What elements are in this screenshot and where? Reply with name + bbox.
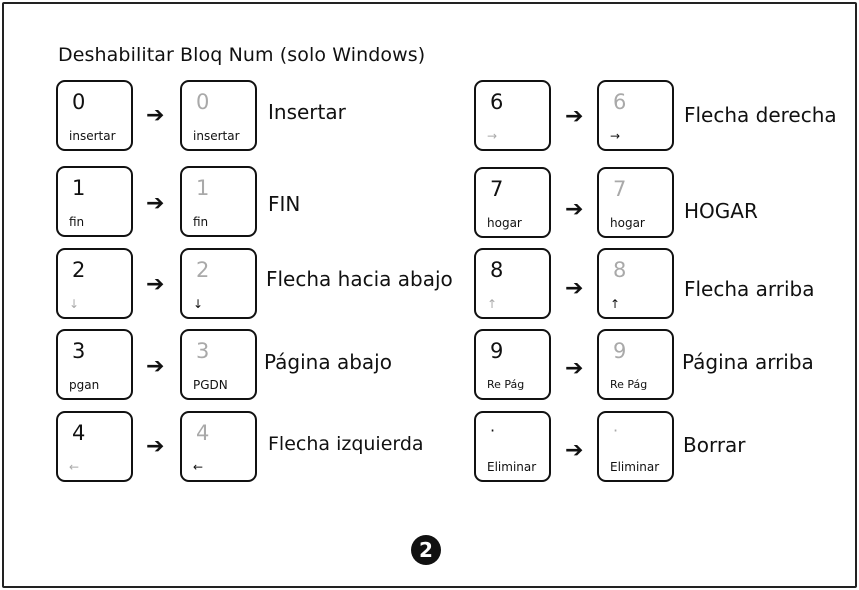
key-sublabel: PGDN — [193, 378, 228, 392]
left-arrow-icon: ← — [69, 460, 80, 474]
key-number: 0 — [196, 90, 210, 114]
right-arrow-icon: ➔ — [146, 434, 165, 459]
key-sublabel: insertar — [69, 129, 116, 143]
key-number: 2 — [196, 258, 210, 282]
key-sublabel: pgan — [69, 378, 100, 392]
key-decimal-numlock-off: · Eliminar — [597, 411, 674, 482]
key-7-numlock-on: 7 hogar — [474, 167, 551, 238]
key-number: 4 — [72, 421, 86, 445]
key-function-label: Flecha hacia abajo — [266, 267, 453, 291]
key-sublabel: Re Pág — [610, 378, 648, 391]
key-7-numlock-off: 7 hogar — [597, 167, 674, 238]
key-number: 7 — [613, 177, 627, 201]
key-function-label: Flecha arriba — [684, 277, 815, 301]
key-sublabel: hogar — [487, 216, 522, 230]
key-function-label: FIN — [268, 192, 301, 216]
key-number: 3 — [196, 339, 210, 363]
key-9-numlock-off: 9 Re Pág — [597, 329, 674, 400]
right-arrow-icon: ➔ — [565, 438, 584, 463]
key-sublabel: Eliminar — [487, 460, 537, 474]
key-number: 7 — [490, 177, 504, 201]
left-arrow-icon: ← — [193, 460, 204, 474]
key-sublabel: fin — [69, 215, 85, 229]
right-arrow-icon: ➔ — [146, 354, 165, 379]
down-arrow-icon: ↓ — [193, 297, 204, 311]
key-sublabel: fin — [193, 215, 209, 229]
key-decimal-numlock-on: · Eliminar — [474, 411, 551, 482]
key-number: 3 — [72, 339, 86, 363]
key-function-label: Borrar — [683, 433, 746, 457]
key-2-numlock-on: 2 ↓ — [56, 248, 133, 319]
key-0-numlock-off: 0 insertar — [180, 80, 257, 151]
key-3-numlock-on: 3 pgan — [56, 329, 133, 400]
key-8-numlock-on: 8 ↑ — [474, 248, 551, 319]
key-function-label: Flecha izquierda — [268, 433, 424, 455]
key-number: 1 — [72, 176, 86, 200]
key-sublabel: Re Pág — [487, 378, 525, 391]
right-arrow-icon: ➔ — [565, 197, 584, 222]
key-function-label: Flecha derecha — [684, 103, 837, 127]
page-title: Deshabilitar Bloq Num (solo Windows) — [58, 44, 426, 66]
key-number: 0 — [72, 90, 86, 114]
key-8-numlock-off: 8 ↑ — [597, 248, 674, 319]
right-arrow-icon: ➔ — [146, 103, 165, 128]
key-6-numlock-off: 6 → — [597, 80, 674, 151]
down-arrow-icon: ↓ — [69, 297, 80, 311]
key-9-numlock-on: 9 Re Pág — [474, 329, 551, 400]
key-4-numlock-on: 4 ← — [56, 411, 133, 482]
key-3-numlock-off: 3 PGDN — [180, 329, 257, 400]
key-number: · — [613, 421, 619, 440]
key-4-numlock-off: 4 ← — [180, 411, 257, 482]
key-function-label: Página arriba — [682, 350, 814, 374]
key-number: 4 — [196, 421, 210, 445]
right-arrow-icon: → — [610, 129, 621, 143]
step-number-badge: 2 — [411, 535, 441, 565]
right-arrow-icon: ➔ — [146, 272, 165, 297]
right-arrow-icon: ➔ — [565, 356, 584, 381]
key-2-numlock-off: 2 ↓ — [180, 248, 257, 319]
right-arrow-icon: ➔ — [146, 191, 165, 216]
key-sublabel: hogar — [610, 216, 645, 230]
key-0-numlock-on: 0 insertar — [56, 80, 133, 151]
key-1-numlock-off: 1 fin — [180, 166, 257, 237]
key-number: · — [490, 421, 496, 440]
key-number: 9 — [490, 339, 504, 363]
key-sublabel: insertar — [193, 129, 240, 143]
right-arrow-icon: ➔ — [565, 104, 584, 129]
key-sublabel: Eliminar — [610, 460, 660, 474]
up-arrow-icon: ↑ — [487, 297, 498, 311]
key-number: 6 — [613, 90, 627, 114]
key-number: 9 — [613, 339, 627, 363]
key-function-label: Página abajo — [264, 350, 392, 374]
key-function-label: HOGAR — [684, 199, 758, 223]
key-function-label: Insertar — [268, 100, 346, 124]
up-arrow-icon: ↑ — [610, 297, 621, 311]
key-number: 8 — [490, 258, 504, 282]
key-number: 1 — [196, 176, 210, 200]
key-number: 2 — [72, 258, 86, 282]
key-number: 8 — [613, 258, 627, 282]
key-1-numlock-on: 1 fin — [56, 166, 133, 237]
right-arrow-icon: ➔ — [565, 276, 584, 301]
key-6-numlock-on: 6 → — [474, 80, 551, 151]
right-arrow-icon: → — [487, 129, 498, 143]
key-number: 6 — [490, 90, 504, 114]
